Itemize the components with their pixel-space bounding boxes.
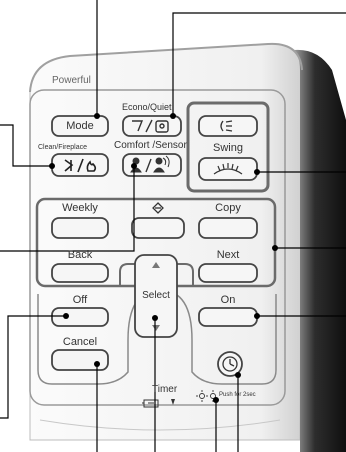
timer-label: Timer (152, 384, 178, 395)
mode-button-label: Mode (66, 120, 94, 132)
horizontal-swing-icon (213, 163, 243, 175)
swing-group (186, 101, 270, 193)
timer-on-button[interactable] (198, 307, 258, 327)
next-button[interactable] (198, 263, 258, 283)
clean-fireplace-label: Clean/Fireplace (38, 144, 88, 151)
select-label: Select (142, 290, 170, 301)
cancel-label: Cancel (62, 336, 98, 348)
econo-quiet-icon (132, 119, 169, 133)
vertical-swing-icon (220, 120, 233, 132)
swing-label: Swing (213, 142, 243, 154)
weekly-button[interactable] (51, 217, 109, 239)
back-button[interactable] (51, 263, 109, 283)
select-rocker[interactable] (134, 254, 178, 338)
econo-quiet-label: Econo/Quiet (122, 102, 172, 112)
comfort-sensor-icon (130, 155, 170, 173)
clean-fireplace-icon (64, 158, 97, 173)
off-label: Off (72, 294, 88, 306)
select-up-arrow[interactable] (152, 262, 160, 268)
push-for-2sec-label: Push for 2sec (219, 392, 256, 398)
clock-icon (222, 356, 238, 372)
timer-off-button[interactable] (51, 307, 109, 327)
select-down-arrow[interactable] (152, 325, 160, 331)
battery-low-arrow (171, 399, 175, 405)
program-button[interactable] (131, 217, 185, 239)
brand-label: Powerful (52, 75, 91, 86)
back-label: Back (67, 249, 93, 261)
comfort-sensor-label: Comfort /Sensor (114, 140, 187, 151)
remote-side-shading (294, 49, 346, 452)
on-label: On (220, 294, 236, 306)
next-label: Next (216, 249, 240, 261)
callout-dots (49, 113, 278, 403)
copy-button[interactable] (198, 217, 258, 239)
mode-button[interactable] (51, 115, 109, 137)
weekly-label: Weekly (62, 202, 98, 214)
copy-label: Copy (215, 202, 241, 214)
battery-icon (142, 399, 159, 408)
remote-top-edge (29, 42, 303, 93)
econo-quiet-button[interactable] (122, 115, 182, 137)
sun-icon (196, 390, 216, 402)
program-diamond-icon (152, 202, 164, 214)
timer-arc (39, 419, 281, 431)
cancel-button[interactable] (51, 349, 109, 371)
